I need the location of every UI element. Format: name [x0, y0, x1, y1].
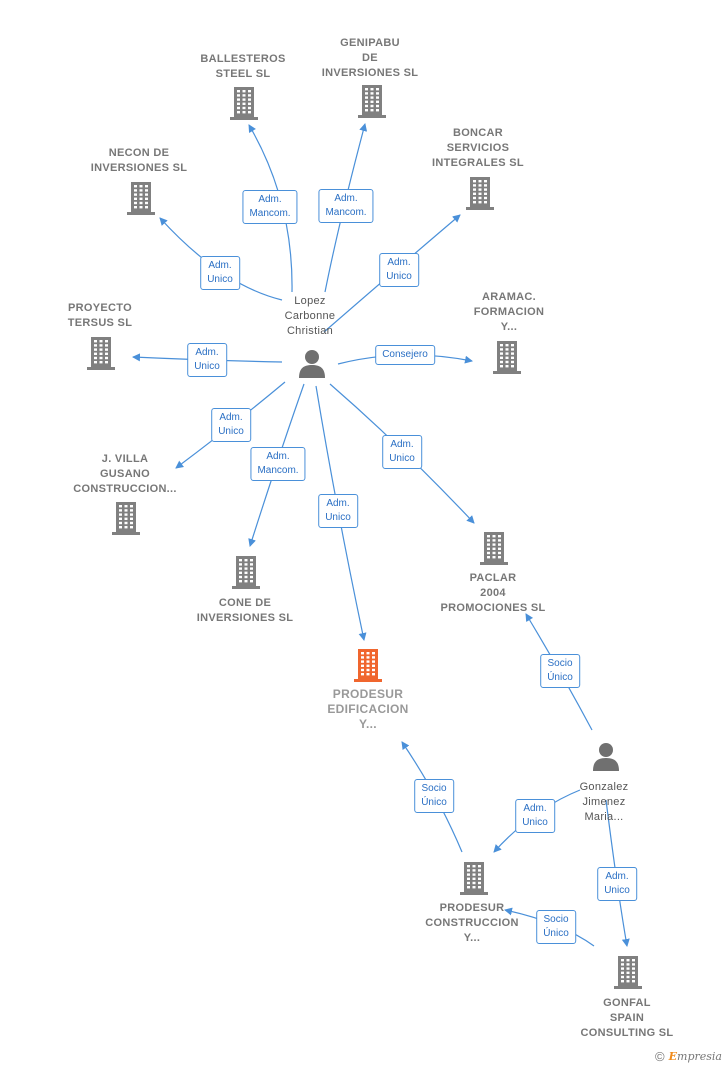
- edge-label-gonzalez-to-gonfal[interactable]: Adm. Unico: [597, 867, 637, 901]
- edge-label-lopez-to-villa[interactable]: Adm. Unico: [211, 408, 251, 442]
- edge-label-lopez-to-paclar[interactable]: Adm. Unico: [382, 435, 422, 469]
- node-label-ballesteros[interactable]: BALLESTEROS STEEL SL: [200, 53, 286, 80]
- edge-label-gonfal-to-prodesur_constr[interactable]: Socio Único: [536, 910, 576, 944]
- person-icon-lopez[interactable]: [299, 350, 325, 378]
- edge-label-lopez-to-proyecto[interactable]: Adm. Unico: [187, 343, 227, 377]
- edge-label-prodesur_constr-to-prodesur_edif[interactable]: Socio Único: [414, 779, 454, 813]
- node-label-necon[interactable]: NECON DE INVERSIONES SL: [90, 147, 188, 174]
- building-icon-genipabu[interactable]: [358, 85, 386, 118]
- node-label-paclar[interactable]: PACLAR 2004 PROMOCIONES SL: [440, 572, 546, 614]
- building-icon-paclar[interactable]: [480, 532, 508, 565]
- building-icon-necon[interactable]: [127, 182, 155, 215]
- node-label-cone[interactable]: CONE DE INVERSIONES SL: [196, 597, 294, 624]
- copyright-icon: ©: [655, 1049, 665, 1064]
- edge-label-lopez-to-genipabu[interactable]: Adm. Mancom.: [318, 189, 374, 223]
- building-icon-cone[interactable]: [232, 556, 260, 589]
- building-icon-boncar[interactable]: [466, 177, 494, 210]
- edge-label-lopez-to-prodesur_edif[interactable]: Adm. Unico: [318, 494, 358, 528]
- building-icon-prodesur_constr[interactable]: [460, 862, 488, 895]
- building-icon-prodesur_edif[interactable]: [354, 649, 382, 682]
- edge-label-lopez-to-aramac[interactable]: Consejero: [375, 345, 435, 365]
- building-icon-ballesteros[interactable]: [230, 87, 258, 120]
- node-label-boncar[interactable]: BONCAR SERVICIOS INTEGRALES SL: [432, 127, 524, 169]
- node-label-prodesur_edif[interactable]: PRODESUR EDIFICACION Y...: [327, 687, 409, 731]
- edge-label-lopez-to-boncar[interactable]: Adm. Unico: [379, 253, 419, 287]
- edge-label-gonzalez-to-paclar[interactable]: Socio Único: [540, 654, 580, 688]
- node-label-proyecto[interactable]: PROYECTO TERSUS SL: [67, 302, 133, 329]
- building-icon-villa[interactable]: [112, 502, 140, 535]
- edge-label-lopez-to-ballesteros[interactable]: Adm. Mancom.: [242, 190, 298, 224]
- node-label-gonfal[interactable]: GONFAL SPAIN CONSULTING SL: [580, 997, 674, 1039]
- node-label-genipabu[interactable]: GENIPABU DE INVERSIONES SL: [321, 37, 419, 79]
- brand-logo[interactable]: Empresia: [668, 1050, 722, 1063]
- node-label-prodesur_constr[interactable]: PRODESUR CONSTRUCCION Y...: [425, 902, 519, 944]
- edge-label-gonzalez-to-prodesur_constr[interactable]: Adm. Unico: [515, 799, 555, 833]
- edge-label-lopez-to-cone[interactable]: Adm. Mancom.: [250, 447, 306, 481]
- footer-brand: © Empresia: [655, 1049, 722, 1064]
- edge-label-lopez-to-necon[interactable]: Adm. Unico: [200, 256, 240, 290]
- node-label-gonzalez[interactable]: Gonzalez Jimenez Maria...: [579, 781, 629, 823]
- person-icon-gonzalez[interactable]: [593, 743, 619, 771]
- node-label-lopez[interactable]: Lopez Carbonne Christian: [284, 295, 336, 337]
- building-icon-aramac[interactable]: [493, 341, 521, 374]
- node-label-villa[interactable]: J. VILLA GUSANO CONSTRUCCION...: [73, 453, 177, 495]
- node-label-aramac[interactable]: ARAMAC. FORMACION Y...: [473, 291, 545, 333]
- building-icon-gonfal[interactable]: [614, 956, 642, 989]
- building-icon-proyecto[interactable]: [87, 337, 115, 370]
